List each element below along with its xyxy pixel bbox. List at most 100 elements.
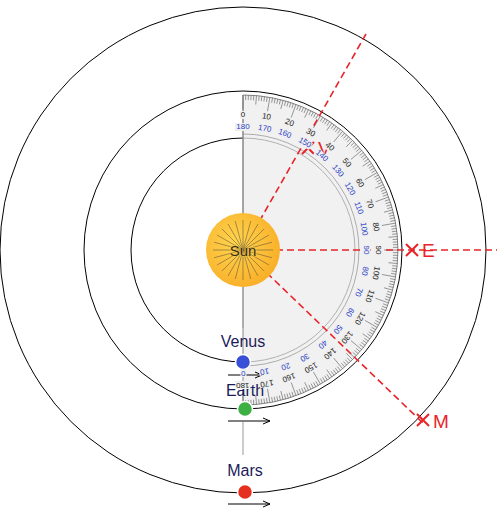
tick bbox=[372, 170, 376, 173]
tick bbox=[333, 126, 336, 130]
tick bbox=[375, 298, 388, 303]
tick bbox=[375, 312, 383, 316]
tick bbox=[393, 257, 398, 258]
tick bbox=[393, 260, 398, 261]
tick bbox=[385, 200, 390, 202]
tick bbox=[369, 166, 373, 169]
tick bbox=[381, 309, 386, 311]
tick bbox=[281, 100, 283, 109]
position-mark: E bbox=[422, 241, 435, 260]
tick bbox=[345, 360, 348, 364]
tick bbox=[390, 220, 395, 222]
tick bbox=[267, 97, 269, 111]
tick bbox=[316, 381, 318, 385]
tick bbox=[386, 296, 391, 298]
tick bbox=[360, 152, 364, 155]
tick bbox=[393, 244, 398, 245]
tick bbox=[374, 323, 378, 325]
tick bbox=[389, 284, 394, 285]
guide-line bbox=[243, 287, 244, 328]
tick bbox=[292, 103, 294, 108]
tick bbox=[393, 241, 398, 242]
tick bbox=[392, 265, 397, 267]
tick bbox=[331, 371, 334, 375]
tick bbox=[284, 394, 285, 399]
tick bbox=[302, 107, 304, 112]
tick bbox=[320, 117, 323, 121]
tick bbox=[393, 239, 398, 240]
tick bbox=[292, 392, 294, 397]
tick bbox=[392, 270, 397, 272]
tick bbox=[245, 95, 246, 100]
tick bbox=[393, 247, 398, 248]
tick bbox=[370, 168, 374, 171]
tick bbox=[333, 370, 336, 374]
tick bbox=[382, 223, 396, 225]
planet-dot bbox=[236, 400, 254, 418]
motion-arrow bbox=[228, 421, 270, 422]
motion-arrow bbox=[228, 504, 270, 505]
tick bbox=[266, 398, 268, 403]
tick bbox=[299, 389, 301, 394]
tick bbox=[297, 105, 299, 110]
tick bbox=[261, 399, 263, 404]
tick bbox=[313, 113, 315, 117]
tick bbox=[291, 104, 296, 117]
tick bbox=[343, 361, 346, 365]
tick bbox=[353, 352, 357, 355]
tick bbox=[367, 163, 371, 166]
tick bbox=[263, 399, 265, 404]
tick bbox=[311, 112, 313, 116]
position-mark: M bbox=[433, 412, 449, 431]
tick bbox=[353, 144, 357, 147]
tick bbox=[346, 353, 352, 359]
tick bbox=[393, 252, 398, 253]
tick bbox=[346, 140, 352, 146]
scale-number: 10 bbox=[260, 112, 272, 122]
tick bbox=[390, 218, 395, 219]
tick bbox=[281, 391, 283, 400]
inner-scale-number: 10 bbox=[258, 366, 270, 376]
tick bbox=[372, 327, 376, 330]
tick bbox=[356, 348, 360, 351]
tick bbox=[390, 281, 395, 282]
tick bbox=[375, 320, 379, 322]
tick bbox=[390, 278, 395, 280]
tick bbox=[354, 350, 358, 353]
tick bbox=[320, 379, 323, 383]
tick bbox=[341, 363, 344, 367]
tick bbox=[271, 98, 273, 103]
tick bbox=[325, 120, 328, 124]
tick bbox=[337, 130, 340, 134]
planet-name: Venus bbox=[219, 333, 267, 351]
tick bbox=[297, 390, 299, 395]
tick bbox=[365, 173, 377, 180]
sight-lines bbox=[243, 34, 497, 424]
tick bbox=[279, 100, 280, 105]
tick bbox=[389, 286, 394, 287]
tick bbox=[386, 205, 391, 206]
tick bbox=[391, 225, 396, 227]
tick bbox=[369, 332, 373, 335]
tick bbox=[361, 155, 365, 158]
tick bbox=[253, 400, 254, 405]
tick bbox=[258, 399, 260, 404]
tick bbox=[374, 175, 378, 177]
tick bbox=[386, 202, 391, 204]
tick bbox=[345, 137, 348, 141]
inner-scale-number: 80 bbox=[359, 265, 369, 277]
tick bbox=[304, 108, 306, 113]
tick bbox=[258, 96, 260, 101]
tick bbox=[327, 370, 332, 377]
tick bbox=[271, 397, 273, 402]
tick bbox=[392, 228, 397, 230]
tick bbox=[343, 135, 346, 139]
tick bbox=[382, 274, 396, 276]
tick bbox=[354, 146, 358, 149]
tick bbox=[335, 128, 338, 132]
tick bbox=[313, 382, 315, 386]
scale-number: 80 bbox=[371, 220, 381, 232]
tick bbox=[327, 123, 332, 130]
tick bbox=[263, 97, 265, 102]
tick bbox=[327, 121, 330, 125]
